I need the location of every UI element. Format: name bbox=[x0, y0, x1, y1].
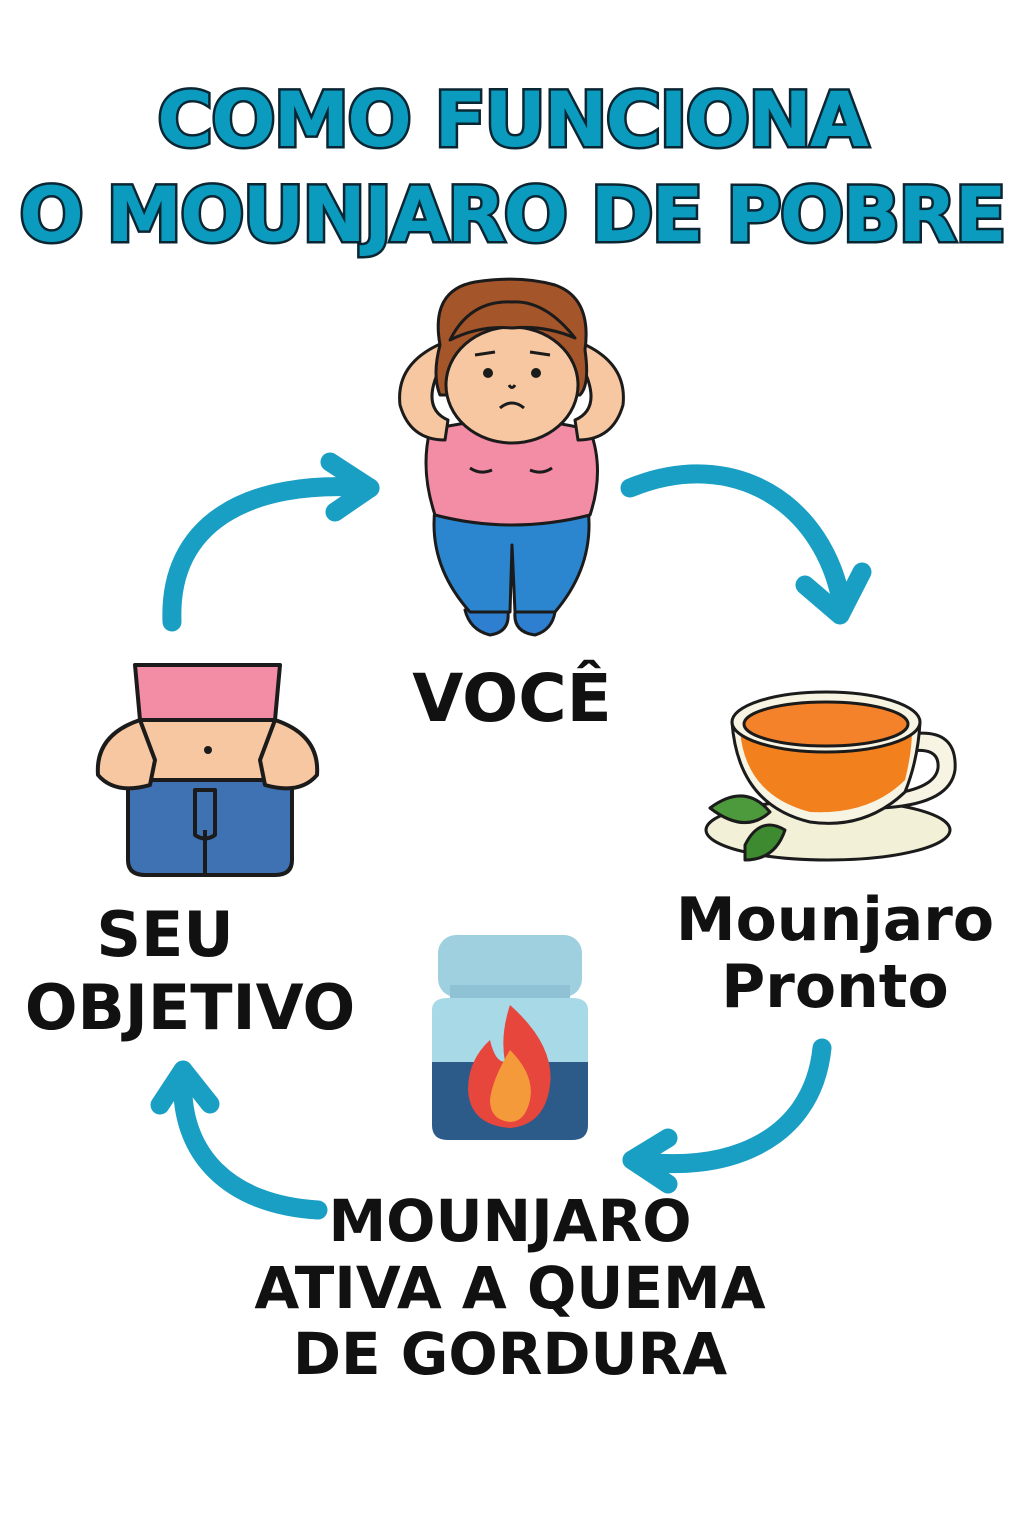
cycle-arrow-icon bbox=[162, 452, 380, 632]
step-queima-line-1: MOUNJARO bbox=[328, 1187, 692, 1255]
step-objetivo-line-1: SEU bbox=[96, 898, 234, 971]
fire-jar-icon bbox=[432, 935, 588, 1140]
cycle-arrow-icon bbox=[622, 1038, 832, 1194]
step-pronto-line-2: Pronto bbox=[721, 952, 949, 1023]
step-voce-label: VOCÊ bbox=[412, 660, 612, 737]
title-line-1: COMO FUNCIONA bbox=[155, 75, 871, 164]
step-objetivo-label: SEU OBJETIVO bbox=[20, 898, 360, 1044]
step-queima-line-3: DE GORDURA bbox=[292, 1320, 728, 1389]
step-pronto-line-1: Mounjaro bbox=[675, 885, 995, 955]
worried-woman-icon bbox=[398, 277, 625, 637]
slim-waist-icon bbox=[95, 663, 320, 877]
cycle-arrow-icon bbox=[620, 464, 872, 625]
step-pronto-label: Mounjaro Pronto bbox=[665, 885, 1005, 1023]
cycle-arrow-icon bbox=[150, 1060, 328, 1220]
title-line-2: O MOUNJARO DE POBRE bbox=[17, 170, 1009, 259]
step-queima-label: MOUNJARO ATIVA A QUEMA DE GORDURA bbox=[250, 1188, 770, 1388]
step-queima-line-2: ATIVA A QUEMA bbox=[254, 1253, 766, 1322]
step-objetivo-line-2: OBJETIVO bbox=[24, 971, 356, 1045]
tea-cup-icon bbox=[704, 690, 957, 862]
